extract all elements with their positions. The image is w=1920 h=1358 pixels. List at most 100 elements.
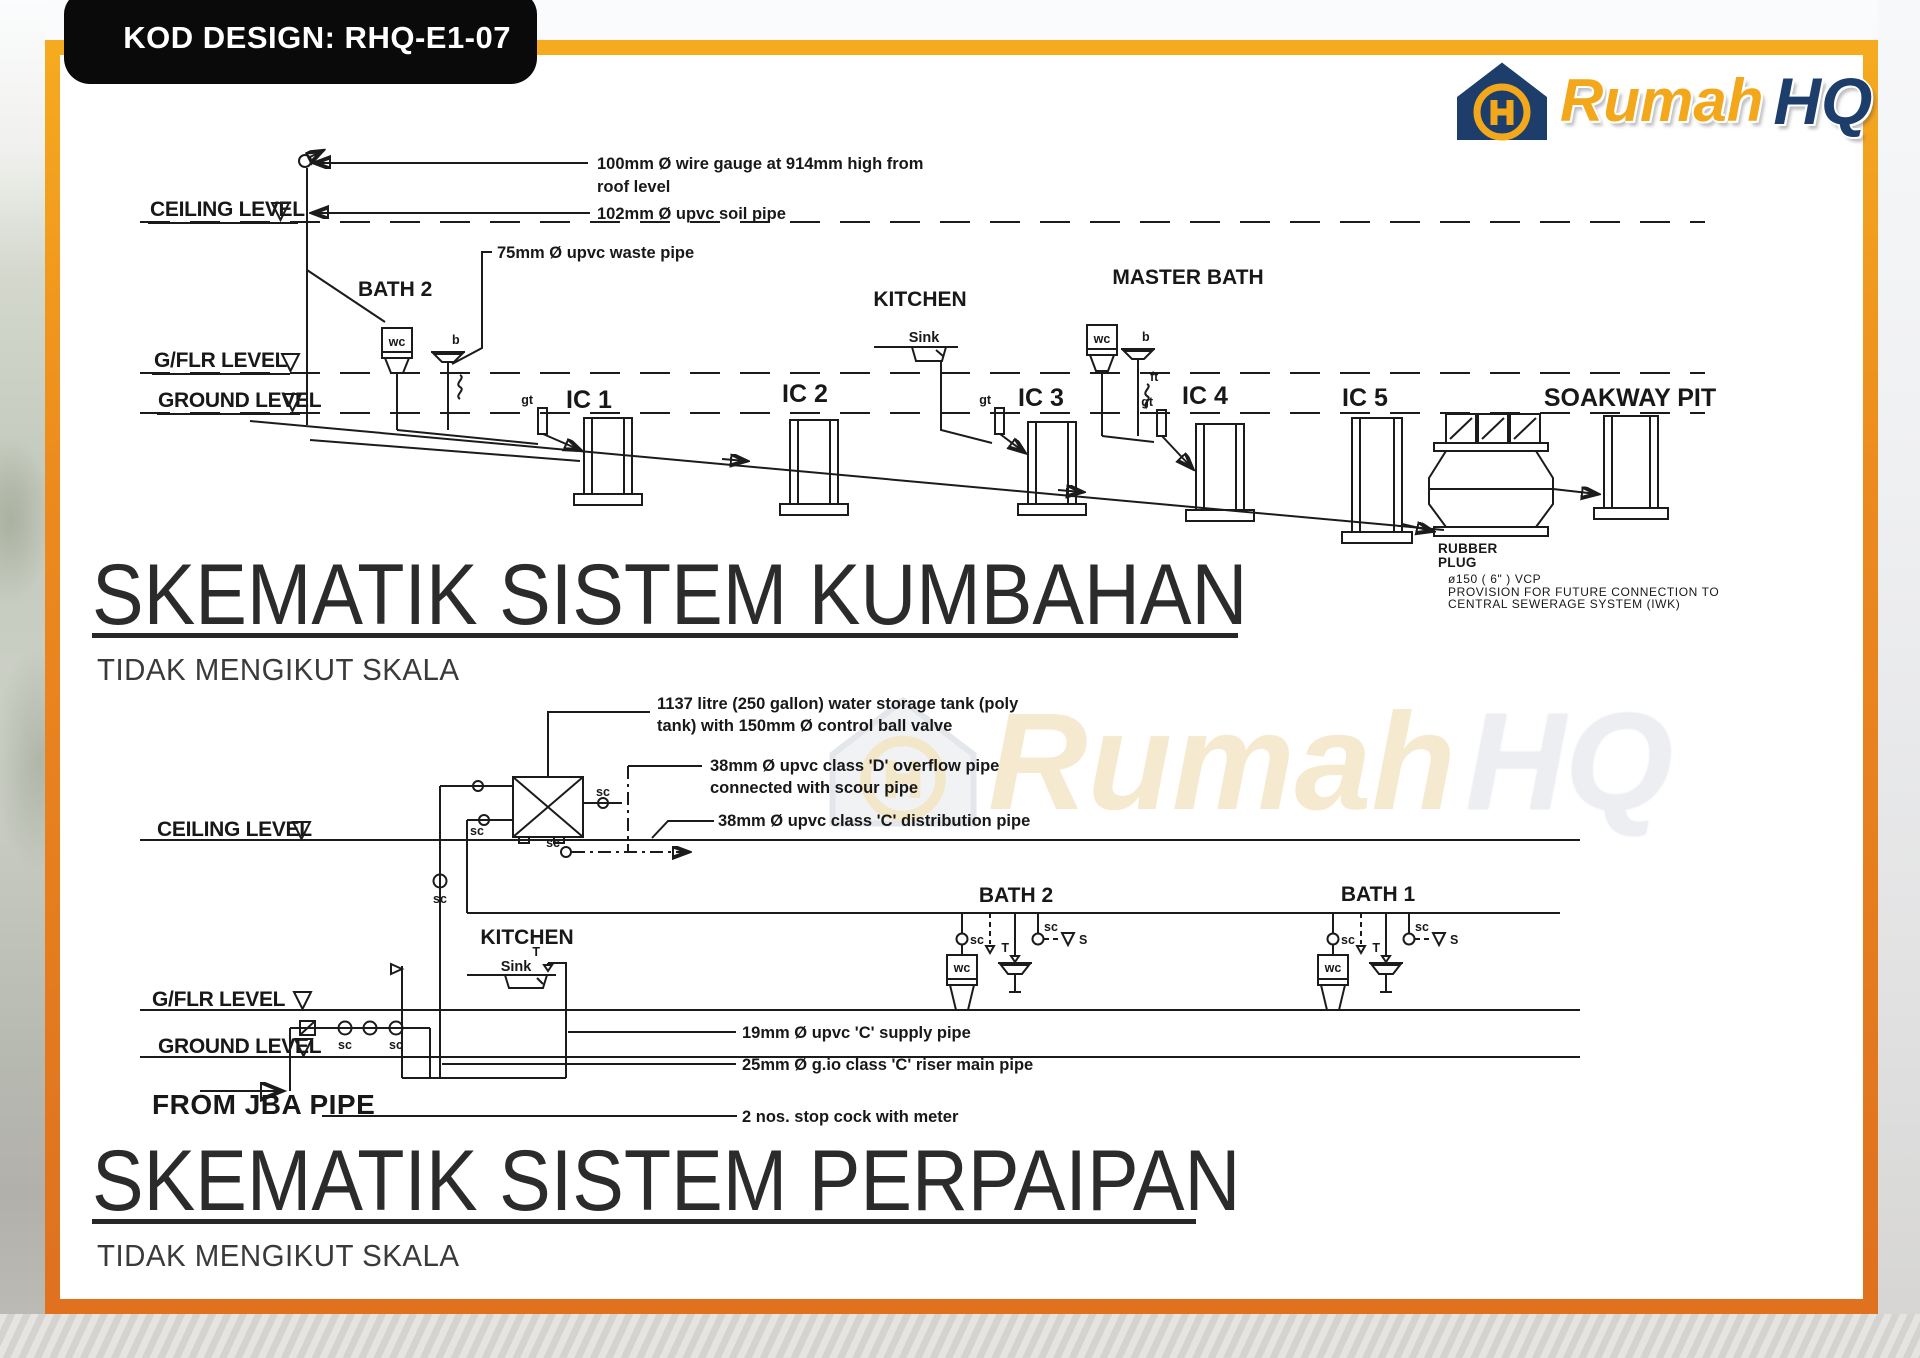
shower-icon: [1431, 932, 1447, 948]
vcp-note-3: CENTRAL SEWERAGE SYSTEM (IWK): [1448, 597, 1680, 611]
ic1-label: IC 1: [566, 386, 612, 414]
tap-icon: [542, 964, 554, 973]
stopcock-label: sc: [389, 1038, 403, 1052]
water-meter-icon: [299, 1020, 316, 1036]
ic4-label: IC 4: [1182, 382, 1228, 410]
logo-text-hq: HQ: [1773, 64, 1873, 138]
stopcock-label: sc: [596, 785, 610, 799]
note-overflow-2: connected with scour pipe: [710, 779, 918, 797]
rumahhq-watermark: Rumah HQ: [828, 682, 1673, 842]
note-wire-gauge-1: 100mm Ø wire gauge at 914mm high from: [597, 155, 923, 173]
master-bath-room-label: MASTER BATH: [1112, 266, 1263, 289]
stopcock-label: sc: [470, 824, 484, 838]
ic2-label: IC 2: [782, 380, 828, 408]
riser-main: [432, 786, 448, 1078]
wc-symbol-label: wc: [1324, 961, 1342, 975]
sewerage-title-underline: [92, 633, 1238, 638]
wc-symbol-label: wc: [953, 961, 971, 975]
bath2-piping-fixtures: [946, 913, 1076, 1011]
rubber-plug-label-2: PLUG: [1438, 555, 1477, 570]
ic-chamber-3: [1017, 421, 1087, 516]
sewerage-level-lines: [140, 221, 1705, 415]
soakway-pit-label: SOAKWAY PIT: [1544, 384, 1716, 412]
piping-diagram: CEILING LEVEL G/FLR LEVEL GROUND LEVEL: [140, 695, 1580, 1126]
watermark-text-hq: HQ: [1465, 685, 1673, 839]
water-storage-tank: [440, 766, 688, 857]
note-tank-1: 1137 litre (250 gallon) water storage ta…: [657, 695, 1019, 713]
note-waste-pipe: 75mm Ø upvc waste pipe: [497, 244, 694, 262]
note-supply: 19mm Ø upvc 'C' supply pipe: [742, 1024, 971, 1042]
logo-text-rumah: Rumah: [1560, 67, 1764, 134]
future-connection-barrel: [1401, 413, 1597, 537]
ground-level-label: GROUND LEVEL: [158, 1035, 322, 1058]
ceiling-level-datum-icon: [291, 821, 312, 842]
stopcock-label: sc: [970, 933, 984, 947]
stopcock-icon: [560, 846, 572, 858]
gully-trap-label: gt: [979, 393, 992, 407]
ic-chamber-1: [573, 417, 643, 506]
stopcock-icon: [1031, 932, 1045, 946]
ic5-label: IC 5: [1342, 384, 1388, 412]
piping-title-underline: [92, 1219, 1196, 1224]
design-code-label: KOD DESIGN: RHQ-E1-07: [123, 20, 511, 55]
gully-traps: [537, 407, 1192, 468]
tap-icon: [1009, 955, 1021, 964]
tap-label: T: [532, 945, 540, 959]
bath2-room-label: BATH 2: [358, 278, 432, 301]
stopcock-label: sc: [433, 892, 447, 906]
ic-chamber-4: [1185, 423, 1255, 522]
note-tank-2: tank) with 150mm Ø control ball valve: [657, 717, 952, 735]
watermark-text-rumah: Rumah: [988, 685, 1456, 839]
stopcock-icon: [337, 1020, 353, 1036]
rumahhq-logo: Rumah HQ: [1452, 56, 1872, 146]
stopcock-icon: [1326, 932, 1340, 946]
kitchen-piping: [390, 962, 567, 1078]
rubber-plug-label-1: RUBBER: [1438, 541, 1498, 556]
basin-symbol-label: b: [1142, 330, 1150, 344]
stopcock-label: sc: [1341, 933, 1355, 947]
piping-subtitle: TIDAK MENGIKUT SKALA: [97, 1238, 460, 1273]
stopcock-icon: [478, 814, 490, 826]
tap-icon: [984, 945, 996, 956]
kitchen-room-label: KITCHEN: [873, 288, 966, 311]
tap-icon: [1380, 955, 1392, 964]
ic-chamber-5: [1341, 417, 1413, 544]
sink-label: Sink: [909, 330, 941, 346]
jba-supply-assembly: [200, 1020, 566, 1091]
stopcock-icon: [432, 873, 448, 889]
ic3-label: IC 3: [1018, 384, 1064, 412]
sewerage-leader-lines: [313, 163, 590, 365]
orange-frame: [45, 40, 1878, 1314]
tap-icon: [1355, 945, 1367, 956]
bath1-piping-fixtures: [1317, 913, 1447, 1011]
ball-valve-icon: [472, 780, 484, 792]
ceiling-level-label: CEILING LEVEL: [150, 198, 305, 221]
bath2-room-label: BATH 2: [979, 884, 1053, 907]
ground-level-datum-icon: [293, 1038, 314, 1059]
gflr-level-label: G/FLR LEVEL: [152, 988, 286, 1011]
note-wire-gauge-2: roof level: [597, 178, 670, 196]
ground-level-label: GROUND LEVEL: [158, 389, 322, 412]
stopcock-icon: [597, 797, 609, 809]
note-distribution: 38mm Ø upvc class 'C' distribution pipe: [718, 812, 1030, 830]
shower-label: S: [1079, 933, 1087, 947]
stopcock-label: sc: [338, 1038, 352, 1052]
vent-soil-pipe: [298, 151, 322, 425]
watermark-house-icon: [829, 696, 977, 827]
note-riser: 25mm Ø g.io class 'C' riser main pipe: [742, 1056, 1033, 1074]
background-photo-bottom: [0, 1314, 1920, 1358]
gflr-level-datum-icon: [280, 353, 301, 374]
bath2-fixtures: [306, 269, 539, 445]
outdoor-tap-icon: [390, 962, 405, 976]
soakway-pit-chamber: [1593, 415, 1669, 520]
shower-label: S: [1450, 933, 1458, 947]
gflr-level-datum-icon: [292, 991, 313, 1012]
note-stopcock-meter: 2 nos. stop cock with meter: [742, 1108, 959, 1126]
sewerage-subtitle: TIDAK MENGIKUT SKALA: [97, 652, 460, 687]
stopcock-icon: [1402, 932, 1416, 946]
note-overflow-1: 38mm Ø upvc class 'D' overflow pipe: [710, 757, 999, 775]
tap-label: T: [1372, 941, 1380, 955]
design-code-badge: KOD DESIGN: RHQ-E1-07: [64, 0, 537, 84]
